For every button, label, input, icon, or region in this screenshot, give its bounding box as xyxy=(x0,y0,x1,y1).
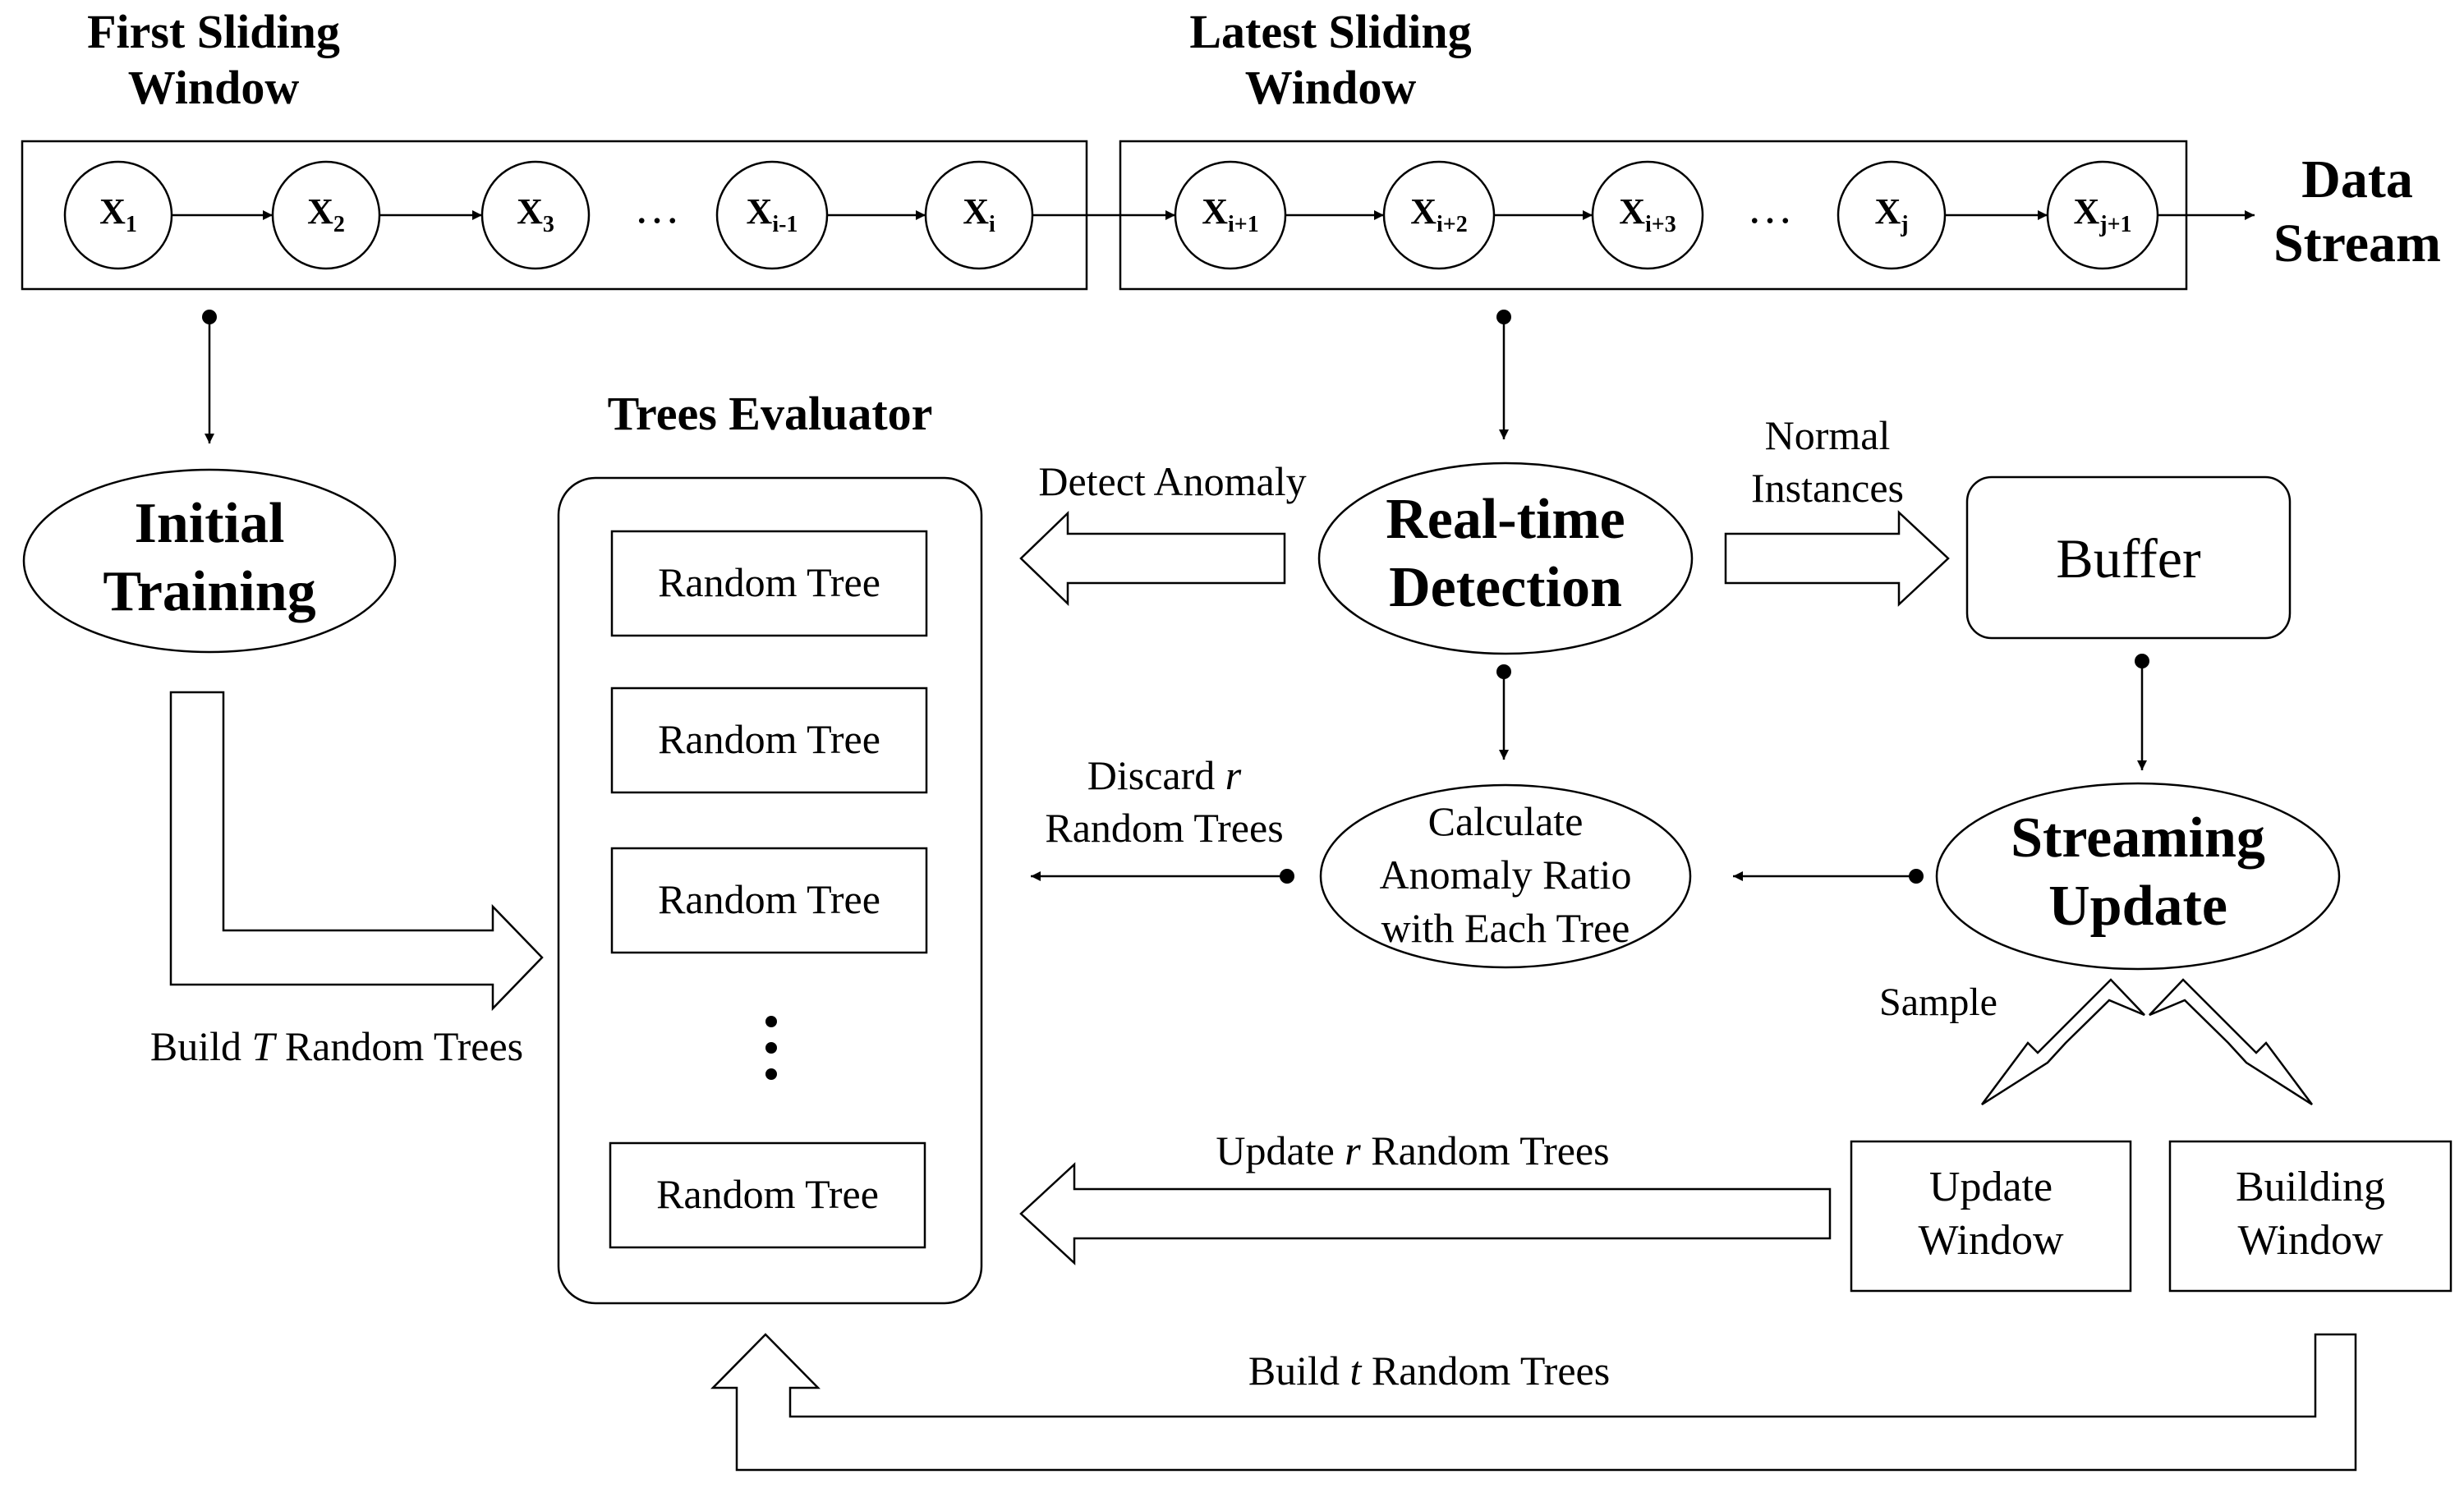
trees-evaluator-label: Trees Evaluator xyxy=(607,387,933,440)
first-window-ellipsis: … xyxy=(634,182,680,233)
realtime-detection-label: Real-time Detection xyxy=(1386,488,1625,619)
build-t-arrow xyxy=(710,1333,2357,1472)
update-r-arrow xyxy=(1019,1162,1832,1265)
latest-window-title: Latest Sliding Window xyxy=(1189,5,1472,115)
random-tree-box-1 xyxy=(610,530,928,637)
dot-arrows xyxy=(205,317,2147,881)
buffer-label: Buffer xyxy=(2056,527,2201,590)
realtime-detection-node xyxy=(1317,462,1694,655)
node-x2-label: X2 xyxy=(307,191,345,237)
sample-label: Sample xyxy=(1879,981,1997,1024)
node-x3-label: X3 xyxy=(517,191,554,237)
building-window-node xyxy=(2168,1140,2453,1293)
build-t-label: Build t Random Trees xyxy=(1248,1348,1611,1394)
node-xi+2-label: Xi+2 xyxy=(1410,191,1468,237)
discard-r-label: Discard r Random Trees xyxy=(1045,752,1284,851)
node-xi-1-label: Xi-1 xyxy=(746,191,798,237)
normal-instances-label: Normal Instances xyxy=(1750,412,1905,511)
trees-ellipsis xyxy=(765,1016,777,1080)
random-tree-label-3: Random Tree xyxy=(658,876,880,922)
random-tree-label-1: Random Tree xyxy=(658,559,880,605)
node-xj-label: Xj xyxy=(1874,191,1909,237)
build-T-arrow xyxy=(169,691,544,1012)
build-T-label: Build T Random Trees xyxy=(149,1023,524,1069)
latest-window-ellipsis: … xyxy=(1747,182,1793,233)
connector-dots xyxy=(202,310,2149,884)
initial-training-label: Initial Training xyxy=(103,492,316,623)
node-xj+1-label: Xj+1 xyxy=(2073,191,2132,237)
calculate-ratio-label: Calculate Anomaly Ratio with Each Tree xyxy=(1379,798,1632,951)
building-arrow xyxy=(2149,978,2314,1106)
random-tree-label-4: Random Tree xyxy=(656,1171,879,1217)
node-xi-label: Xi xyxy=(963,191,995,237)
data-stream-label: Data Stream xyxy=(2273,149,2442,273)
random-tree-box-3 xyxy=(610,847,928,954)
random-tree-box-2 xyxy=(610,687,928,794)
update-window-label: Update Window xyxy=(1918,1164,2064,1264)
update-r-label: Update r Random Trees xyxy=(1216,1127,1610,1173)
streaming-update-node xyxy=(1935,782,2341,971)
normal-instances-arrow xyxy=(1724,510,1950,607)
sample-arrow xyxy=(1980,978,2145,1106)
node-xi+1-label: Xi+1 xyxy=(1202,191,1259,237)
detect-anomaly-arrow xyxy=(1019,511,1286,606)
random-tree-box-4 xyxy=(609,1141,926,1249)
random-tree-label-2: Random Tree xyxy=(658,716,880,762)
streaming-update-label: Streaming Update xyxy=(2011,806,2265,938)
calculate-ratio-node xyxy=(1319,783,1692,969)
buffer-node xyxy=(1965,475,2292,640)
initial-training-node xyxy=(22,468,397,654)
first-window-title: First Sliding Window xyxy=(87,5,340,115)
detect-anomaly-label: Detect Anomaly xyxy=(1038,458,1307,504)
node-xi+3-label: Xi+3 xyxy=(1619,191,1676,237)
node-x1-label: X1 xyxy=(99,191,137,237)
trees-evaluator-box xyxy=(557,476,983,1305)
update-window-node xyxy=(1850,1140,2132,1293)
building-window-label: Building Window xyxy=(2235,1164,2386,1264)
